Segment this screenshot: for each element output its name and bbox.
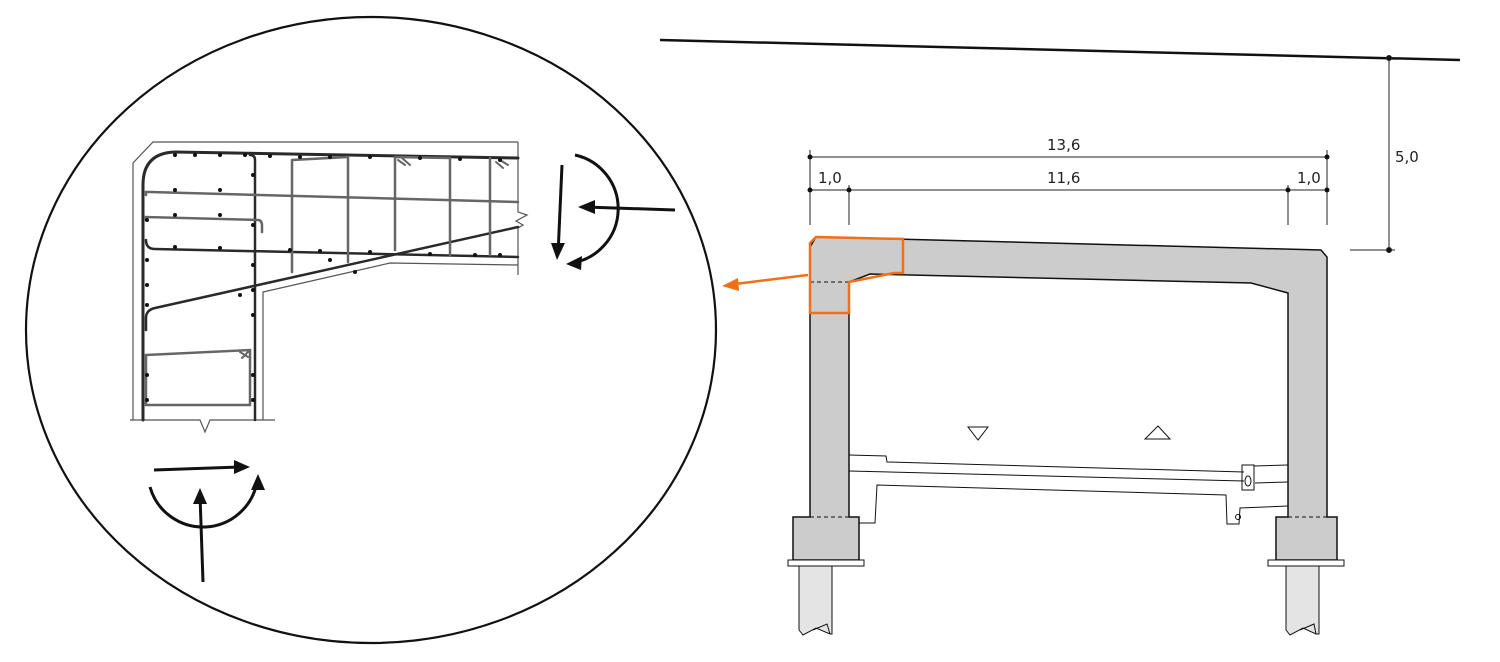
right-wall-label: 1,0 [1297, 169, 1321, 187]
width-dimensions [807, 150, 1330, 225]
left-wall-label: 1,0 [818, 169, 842, 187]
inner-deck [848, 454, 1289, 525]
callout-arrow-head [722, 278, 739, 291]
height-label: 5,0 [1395, 148, 1419, 166]
moment-arrow-top-right [551, 153, 676, 270]
rebar-detail [141, 150, 520, 422]
detail-callout-circle [24, 15, 718, 645]
rebar-dots [145, 153, 502, 402]
callout-arrow-line [734, 273, 809, 286]
piles [798, 565, 1320, 636]
moment-arrow-bottom-left [148, 460, 265, 583]
corner-highlight [808, 235, 905, 315]
pile-caps [787, 559, 1345, 567]
section-lines [810, 281, 1327, 518]
total-width-label: 13,6 [1047, 136, 1080, 154]
water-level-low-icon [966, 426, 990, 441]
concrete-frame [792, 236, 1338, 561]
corner-concrete-outline [130, 141, 529, 434]
road-surface-line [659, 38, 1461, 62]
inner-span-label: 11,6 [1047, 169, 1080, 187]
water-level-high-icon [1143, 425, 1172, 440]
height-dimension [1350, 55, 1395, 253]
